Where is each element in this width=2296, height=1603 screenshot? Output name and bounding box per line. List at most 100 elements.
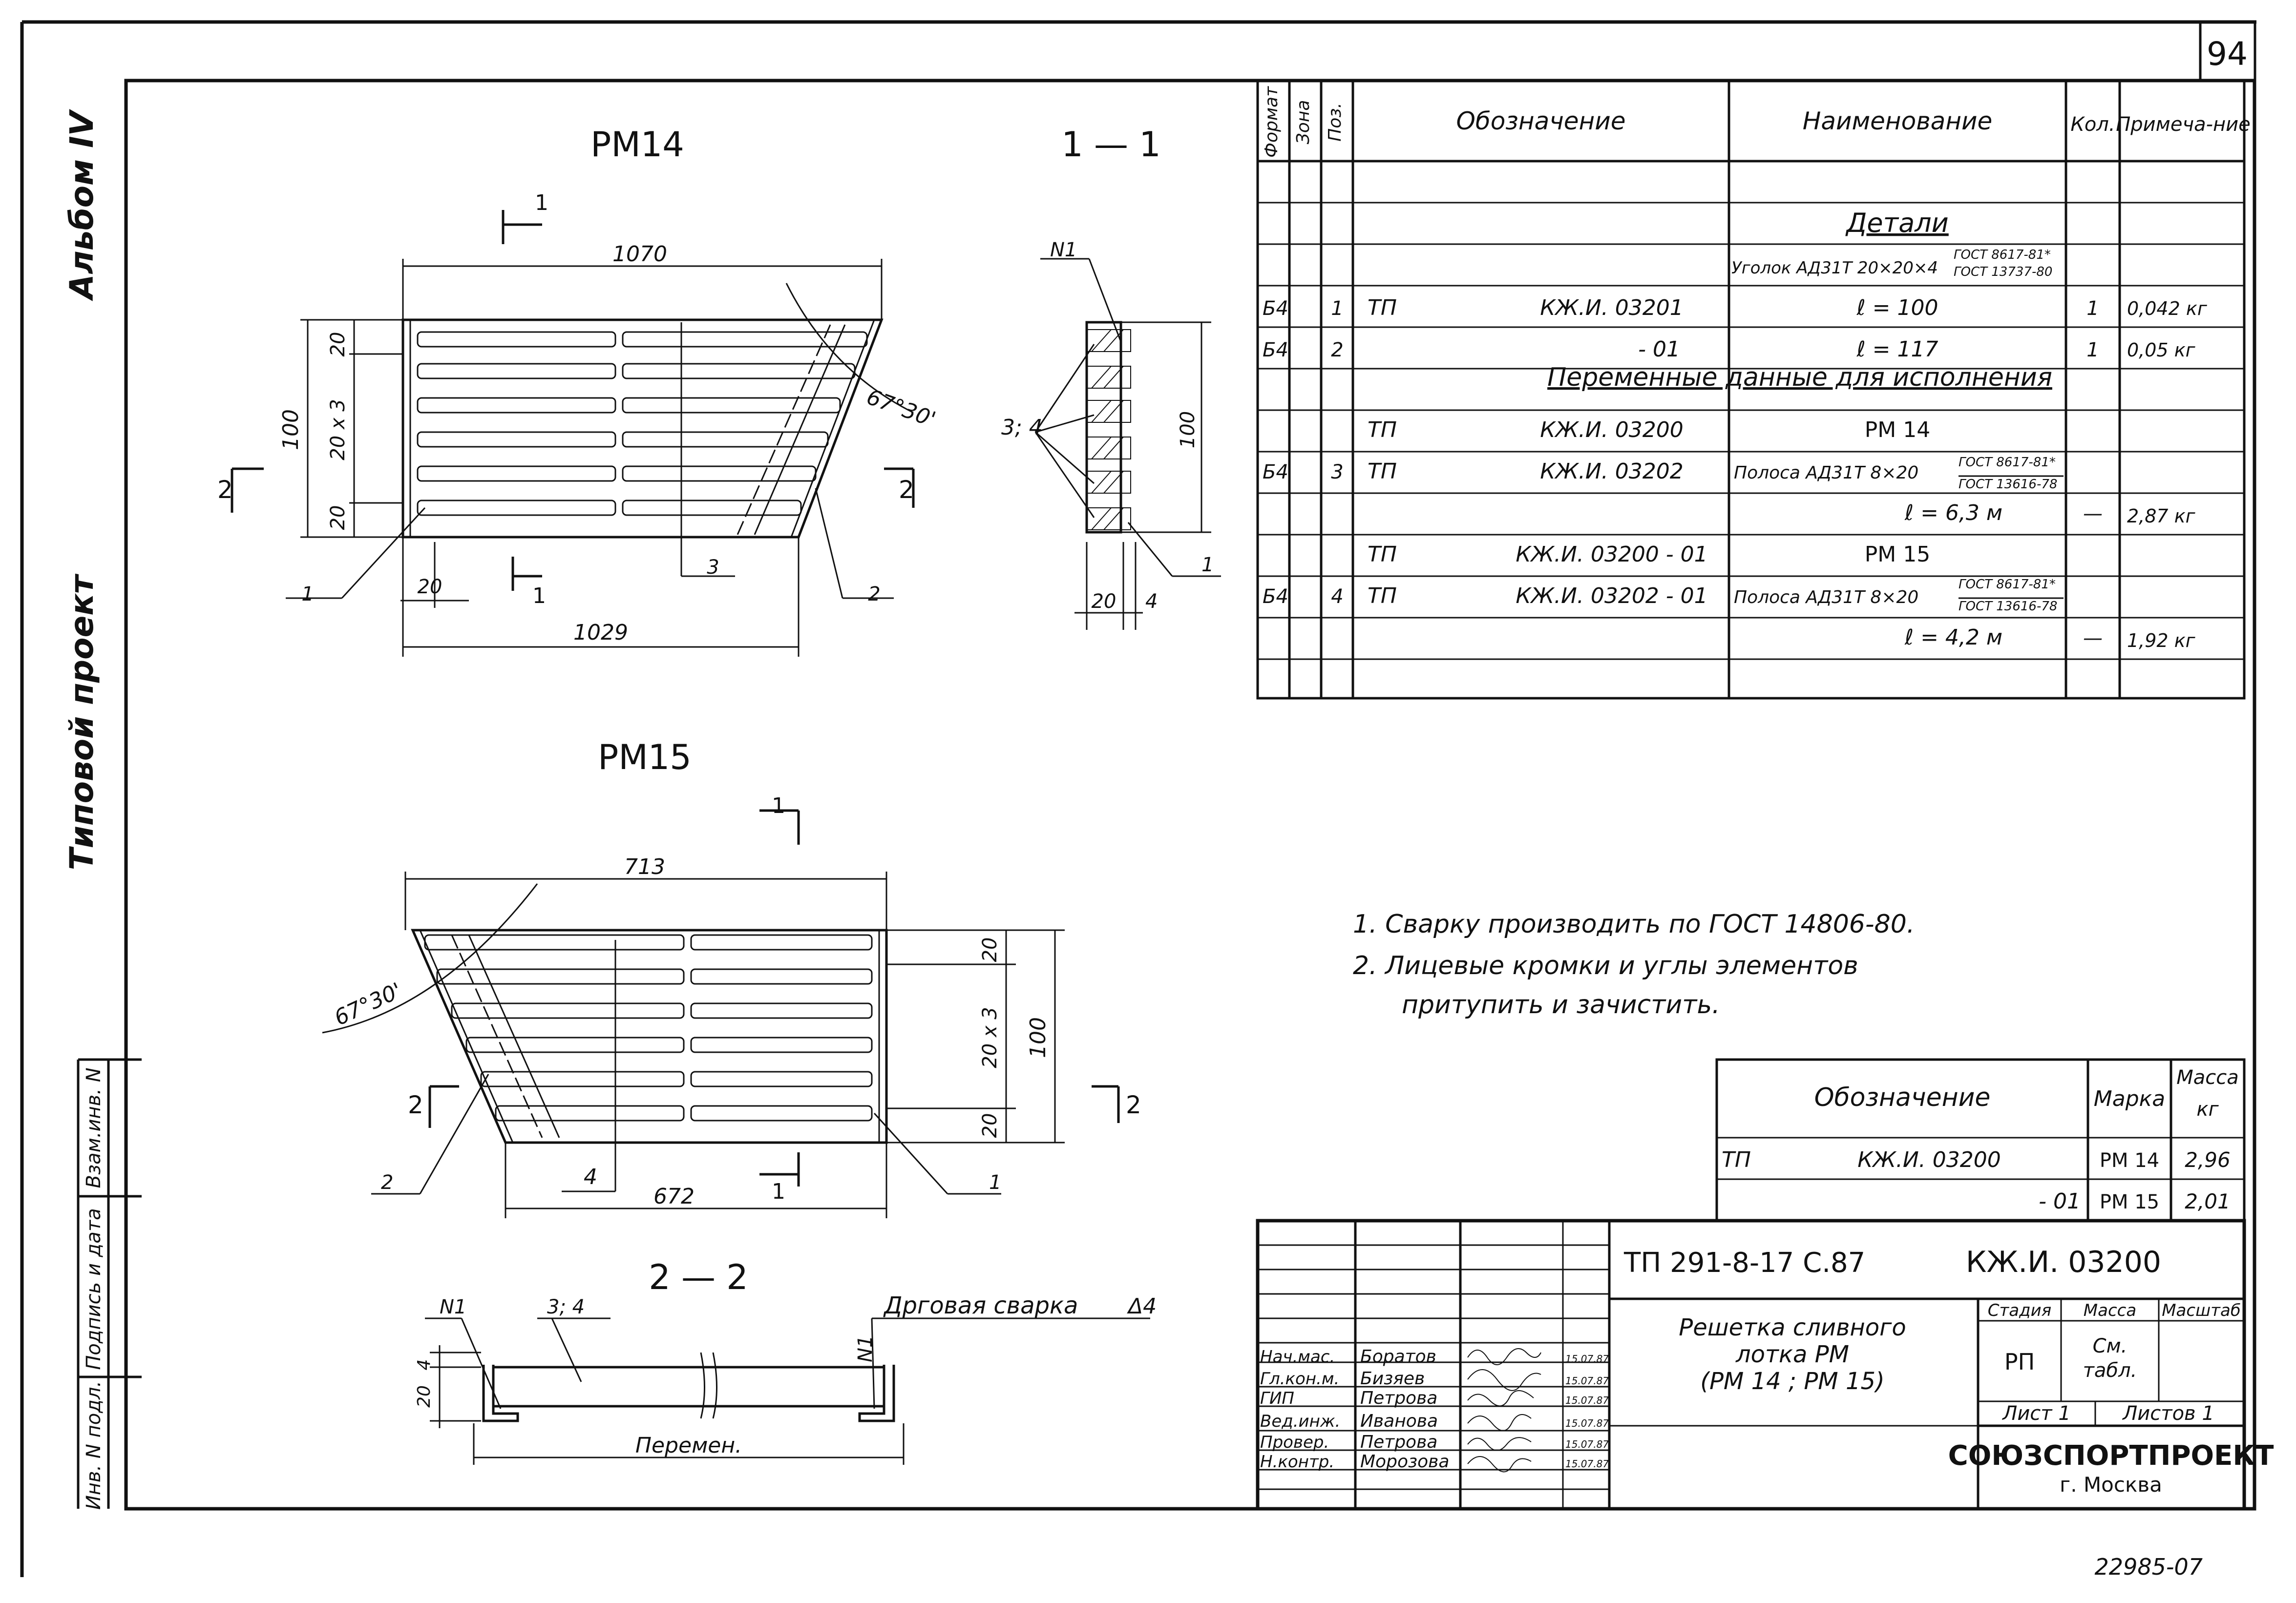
title-stage-header: Стадия (1988, 1301, 2051, 1320)
section11-dim-height: 100 (1177, 411, 1199, 448)
pm14-pos3: 3 (707, 556, 719, 579)
pm15-pos2: 2 (381, 1171, 393, 1194)
staff-date-6: 15.07.87 (1565, 1458, 1609, 1470)
spec-angle-name: Уголок АД31Т 20×20×4 (1731, 258, 1938, 278)
staff-role-3: ГИП (1260, 1389, 1294, 1408)
pm15-dim-right-bot: 20 (979, 1113, 1001, 1138)
spec-row2-format: Б4 (1263, 339, 1288, 361)
mark-header-mass: Масса (2176, 1066, 2239, 1089)
mark-row2-designation: - 01 (2039, 1189, 2081, 1214)
sheet-frame (20, 20, 2256, 1577)
spec-section-variable: Переменные данные для исполнения (1547, 363, 2052, 392)
spec-row1-designation: КЖ.И. 03201 (1540, 295, 1683, 320)
spec-angle-std2: ГОСТ 13737-80 (1954, 265, 2052, 279)
spec-row4-format: Б4 (1263, 461, 1288, 483)
pm15-dim-top: 713 (624, 854, 665, 879)
spec-row2-designation: - 01 (1638, 337, 1680, 362)
title-doc-code: КЖ.И. 03200 (1966, 1245, 2161, 1279)
staff-name-6: Морозова (1360, 1452, 1449, 1472)
spec-angle-std1: ГОСТ 8617-81* (1954, 248, 2051, 262)
section22-variable-length: Перемен. (635, 1433, 742, 1458)
pm15-dim-right-top: 20 (979, 937, 1001, 962)
title-mass-line1: См. (2093, 1335, 2127, 1357)
spec-header-name: Наименование (1803, 107, 1993, 135)
pm14-cut2-left: 2 (217, 476, 233, 504)
pm14-cut1-top: 1 (535, 190, 548, 215)
spec-row5-name: ℓ = 6,3 м (1904, 500, 2002, 525)
side-stamp (77, 1058, 142, 1509)
pm15-cut1-top: 1 (772, 793, 785, 818)
spec-row4-std1: ГОСТ 8617-81* (1959, 455, 2056, 470)
spec-header-pos: Поз. (1325, 103, 1345, 142)
page-number: 94 (2207, 35, 2248, 73)
spec-row4-std2: ГОСТ 13616-78 (1959, 477, 2057, 492)
section22-n1-left: N1 (440, 1296, 466, 1318)
pm14-pos1: 1 (301, 583, 314, 605)
pm15-dim-height: 100 (1026, 1017, 1051, 1058)
pm15-cut1-bottom: 1 (772, 1179, 785, 1204)
pm15-pos1: 1 (989, 1171, 1001, 1194)
staff-name-5: Петрова (1360, 1432, 1437, 1452)
title-mass-header: Масса (2084, 1301, 2136, 1320)
title-stage: РП (2004, 1349, 2035, 1375)
staff-name-4: Иванова (1360, 1411, 1438, 1431)
spec-row8-qty: — (2083, 627, 2103, 649)
view-title-section-1-1: 1 — 1 (1061, 125, 1161, 165)
spec-row6-designation: КЖ.И. 03200 - 01 (1516, 542, 1707, 567)
pm14-cut1-bottom: 1 (532, 583, 546, 608)
spec-table-grid (1256, 79, 2246, 700)
spec-row5-note: 2,87 кг (2127, 505, 2196, 527)
section22-dim-4: 4 (414, 1359, 434, 1371)
spec-row5-qty: — (2083, 502, 2103, 525)
pm14-dim-left-mid: 20 x 3 (327, 399, 349, 460)
spec-row1-qty: 1 (2086, 297, 2099, 320)
staff-name-1: Боратов (1360, 1347, 1436, 1367)
archive-number: 22985-07 (2095, 1554, 2203, 1580)
pm15-dim-bottom: 672 (653, 1184, 695, 1209)
staff-role-2: Гл.кон.м. (1260, 1369, 1339, 1389)
section-1-1-view (1034, 258, 1221, 630)
section11-n1: N1 (1050, 239, 1077, 261)
title-sheet: Лист 1 (2001, 1402, 2071, 1425)
pm14-dim-bottom: 1029 (573, 620, 628, 645)
section-2-2-view (425, 1317, 1150, 1465)
title-sheets: Листов 1 (2122, 1402, 2214, 1425)
mark-header-mark: Марка (2094, 1086, 2165, 1111)
spec-row8-name: ℓ = 4,2 м (1904, 625, 2002, 650)
side-stamp-col2: Подпись и дата (83, 1208, 105, 1370)
mark-row1-code: ТП (1722, 1147, 1751, 1172)
pm14-cut2-right: 2 (899, 476, 914, 504)
spec-row1-note: 0,042 кг (2127, 298, 2208, 319)
spec-row6-code: ТП (1368, 542, 1397, 567)
view-title-pm14: PM14 (590, 125, 684, 165)
spec-row2-name: ℓ = 117 (1856, 337, 1938, 362)
section22-dim-20: 20 (414, 1385, 434, 1408)
spec-row7-code: ТП (1368, 583, 1397, 608)
staff-date-4: 15.07.87 (1565, 1417, 1609, 1429)
note-2b: притупить и зачистить. (1402, 990, 1720, 1020)
staff-role-5: Провер. (1260, 1433, 1329, 1452)
mark-row1-mass: 2,96 (2185, 1148, 2231, 1172)
spec-row1-format: Б4 (1263, 297, 1288, 320)
spec-row2-pos: 2 (1331, 339, 1343, 361)
section11-pos1: 1 (1201, 554, 1214, 576)
section22-weld-note: Дрговая сварка (883, 1292, 1078, 1319)
pm14-dim-left-top: 20 (327, 332, 349, 357)
spec-row7-std2: ГОСТ 13616-78 (1959, 599, 2057, 614)
spec-row7-std1: ГОСТ 8617-81* (1959, 577, 2056, 592)
mark-header-mass-unit: кг (2196, 1098, 2219, 1121)
pm14-dim-left-bot: 20 (327, 505, 349, 530)
staff-role-1: Нач.мас. (1260, 1347, 1335, 1367)
view-title-section-2-2: 2 — 2 (649, 1257, 748, 1297)
staff-name-3: Петрова (1360, 1388, 1437, 1408)
mark-header-designation: Обозначение (1814, 1083, 1991, 1112)
spec-header-note: Примеча-ние (2116, 113, 2251, 136)
spec-row8-note: 1,92 кг (2127, 630, 2196, 651)
pm14-pos2: 2 (868, 583, 880, 605)
pm14-dim-bottom-left: 20 (418, 576, 442, 598)
title-mass-line2: табл. (2083, 1359, 2137, 1382)
title-name-line3: (PM 14 ; PM 15) (1700, 1368, 1885, 1395)
spec-row4-name: Полоса АД31Т 8×20 (1734, 463, 1918, 483)
mark-row2-mass: 2,01 (2185, 1189, 2231, 1213)
